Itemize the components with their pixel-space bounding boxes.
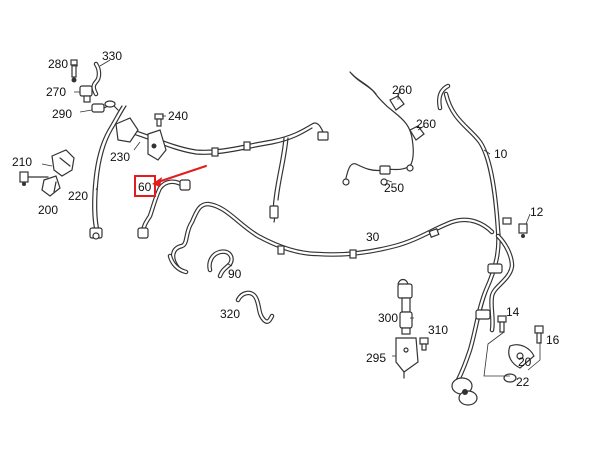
- seal-22[interactable]: [503, 373, 517, 383]
- label-10[interactable]: 10: [494, 147, 508, 161]
- hose-90[interactable]: [207, 249, 234, 279]
- highlight-box: [134, 175, 156, 197]
- clip-260-b[interactable]: [409, 125, 425, 141]
- label-14[interactable]: 14: [506, 305, 520, 319]
- label-20[interactable]: 20: [518, 355, 532, 369]
- bracket-200[interactable]: [41, 149, 75, 197]
- hose-330[interactable]: [91, 61, 102, 97]
- clip-260-a[interactable]: [389, 89, 405, 111]
- label-270[interactable]: 270: [46, 85, 66, 99]
- bolt-210[interactable]: [19, 171, 49, 186]
- sensor-300[interactable]: [397, 278, 413, 335]
- clip-270[interactable]: [79, 85, 93, 103]
- label-90[interactable]: 90: [228, 267, 242, 281]
- clip-290[interactable]: [91, 100, 119, 113]
- label-60[interactable]: 60: [138, 180, 152, 194]
- bolt-14[interactable]: [497, 315, 507, 333]
- label-290[interactable]: 290: [52, 107, 72, 121]
- bracket-230[interactable]: [115, 117, 167, 161]
- label-230[interactable]: 230: [110, 150, 130, 164]
- label-16[interactable]: 16: [546, 333, 560, 347]
- harness-250[interactable]: [342, 71, 414, 186]
- label-12[interactable]: 12: [530, 205, 544, 219]
- label-260-b[interactable]: 260: [416, 117, 436, 131]
- bolt-16[interactable]: [534, 325, 544, 344]
- bolt-280[interactable]: [70, 59, 78, 83]
- label-210[interactable]: 210: [12, 155, 32, 169]
- bracket-295[interactable]: [395, 337, 419, 379]
- label-30[interactable]: 30: [366, 230, 380, 244]
- label-240[interactable]: 240: [168, 109, 188, 123]
- label-320[interactable]: 320: [220, 307, 240, 321]
- pipe-30[interactable]: [170, 201, 495, 271]
- label-310[interactable]: 310: [428, 323, 448, 337]
- label-330[interactable]: 330: [102, 49, 122, 63]
- label-280[interactable]: 280: [48, 57, 68, 71]
- pipe-10[interactable]: [437, 83, 515, 406]
- bolt-12[interactable]: [518, 223, 528, 238]
- label-295[interactable]: 295: [366, 351, 386, 365]
- label-250[interactable]: 250: [384, 181, 404, 195]
- bolt-240[interactable]: [154, 113, 164, 127]
- hose-30-end: [167, 253, 189, 275]
- hose-60[interactable]: [137, 179, 191, 239]
- label-220[interactable]: 220: [68, 189, 88, 203]
- label-300[interactable]: 300: [378, 311, 398, 325]
- label-200[interactable]: 200: [38, 203, 58, 217]
- flange-20[interactable]: [508, 344, 535, 369]
- hose-320[interactable]: [235, 290, 275, 324]
- label-22[interactable]: 22: [516, 375, 530, 389]
- bolt-310[interactable]: [419, 337, 429, 351]
- label-260-a[interactable]: 260: [392, 83, 412, 97]
